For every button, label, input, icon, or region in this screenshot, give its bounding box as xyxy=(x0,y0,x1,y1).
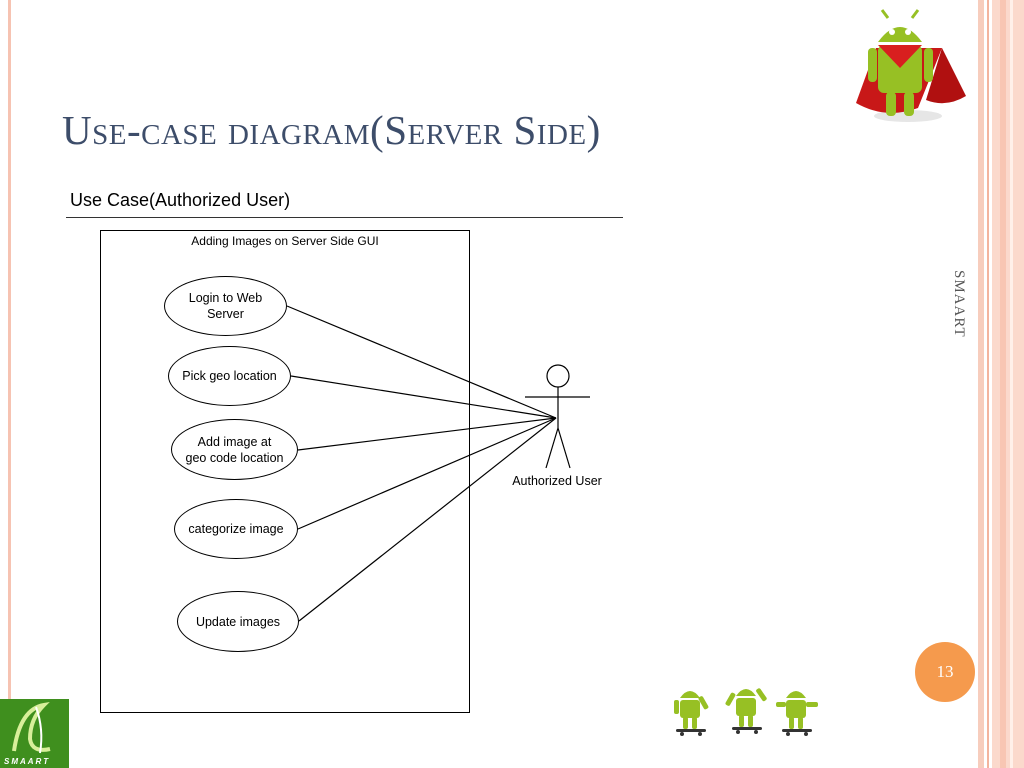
use-case-label: categorize image xyxy=(188,522,284,536)
use-case-add-image: Add image at geo code location xyxy=(171,419,298,480)
page-number-badge: 13 xyxy=(915,642,975,702)
use-case-label: Add image at geo code location xyxy=(185,434,284,465)
smaart-logo-icon: SMAART xyxy=(0,699,69,768)
use-case-login: Login to Web Server xyxy=(164,276,287,336)
android-skateboard-icon xyxy=(674,688,818,736)
system-boundary xyxy=(100,230,470,713)
right-decor-band xyxy=(992,0,1024,768)
logo-swoosh xyxy=(12,701,51,754)
right-decor-stripe xyxy=(1000,0,1006,768)
side-label: SMAART xyxy=(951,270,967,338)
association-line xyxy=(297,417,557,530)
use-case-label: Login to Web Server xyxy=(188,291,263,321)
actor-figure xyxy=(525,364,590,469)
association-line xyxy=(298,417,557,622)
use-case-pick-location: Pick geo location xyxy=(168,346,291,406)
association-line xyxy=(290,375,557,419)
android-superhero-icon xyxy=(856,9,966,122)
right-decor-stripe xyxy=(987,0,989,768)
diagram-heading: Use Case(Authorized User) xyxy=(70,190,291,210)
heading-rule xyxy=(66,217,623,218)
use-case-label: Update images xyxy=(195,614,281,629)
system-boundary-title: Adding Images on Server Side GUI xyxy=(191,234,379,248)
use-case-update: Update images xyxy=(177,591,299,652)
left-accent-bar xyxy=(8,0,11,768)
actor-label: Authorized User xyxy=(512,474,602,488)
association-line xyxy=(297,417,557,451)
association-line xyxy=(286,305,557,419)
right-decor-stripe xyxy=(1010,0,1013,768)
use-case-categorize: categorize image xyxy=(174,499,298,559)
use-case-label: Pick geo location xyxy=(182,369,277,383)
right-decor-stripe xyxy=(978,0,984,768)
slide-title: Use-case diagram(Server Side) xyxy=(62,107,601,153)
logo-text: SMAART xyxy=(4,757,51,766)
